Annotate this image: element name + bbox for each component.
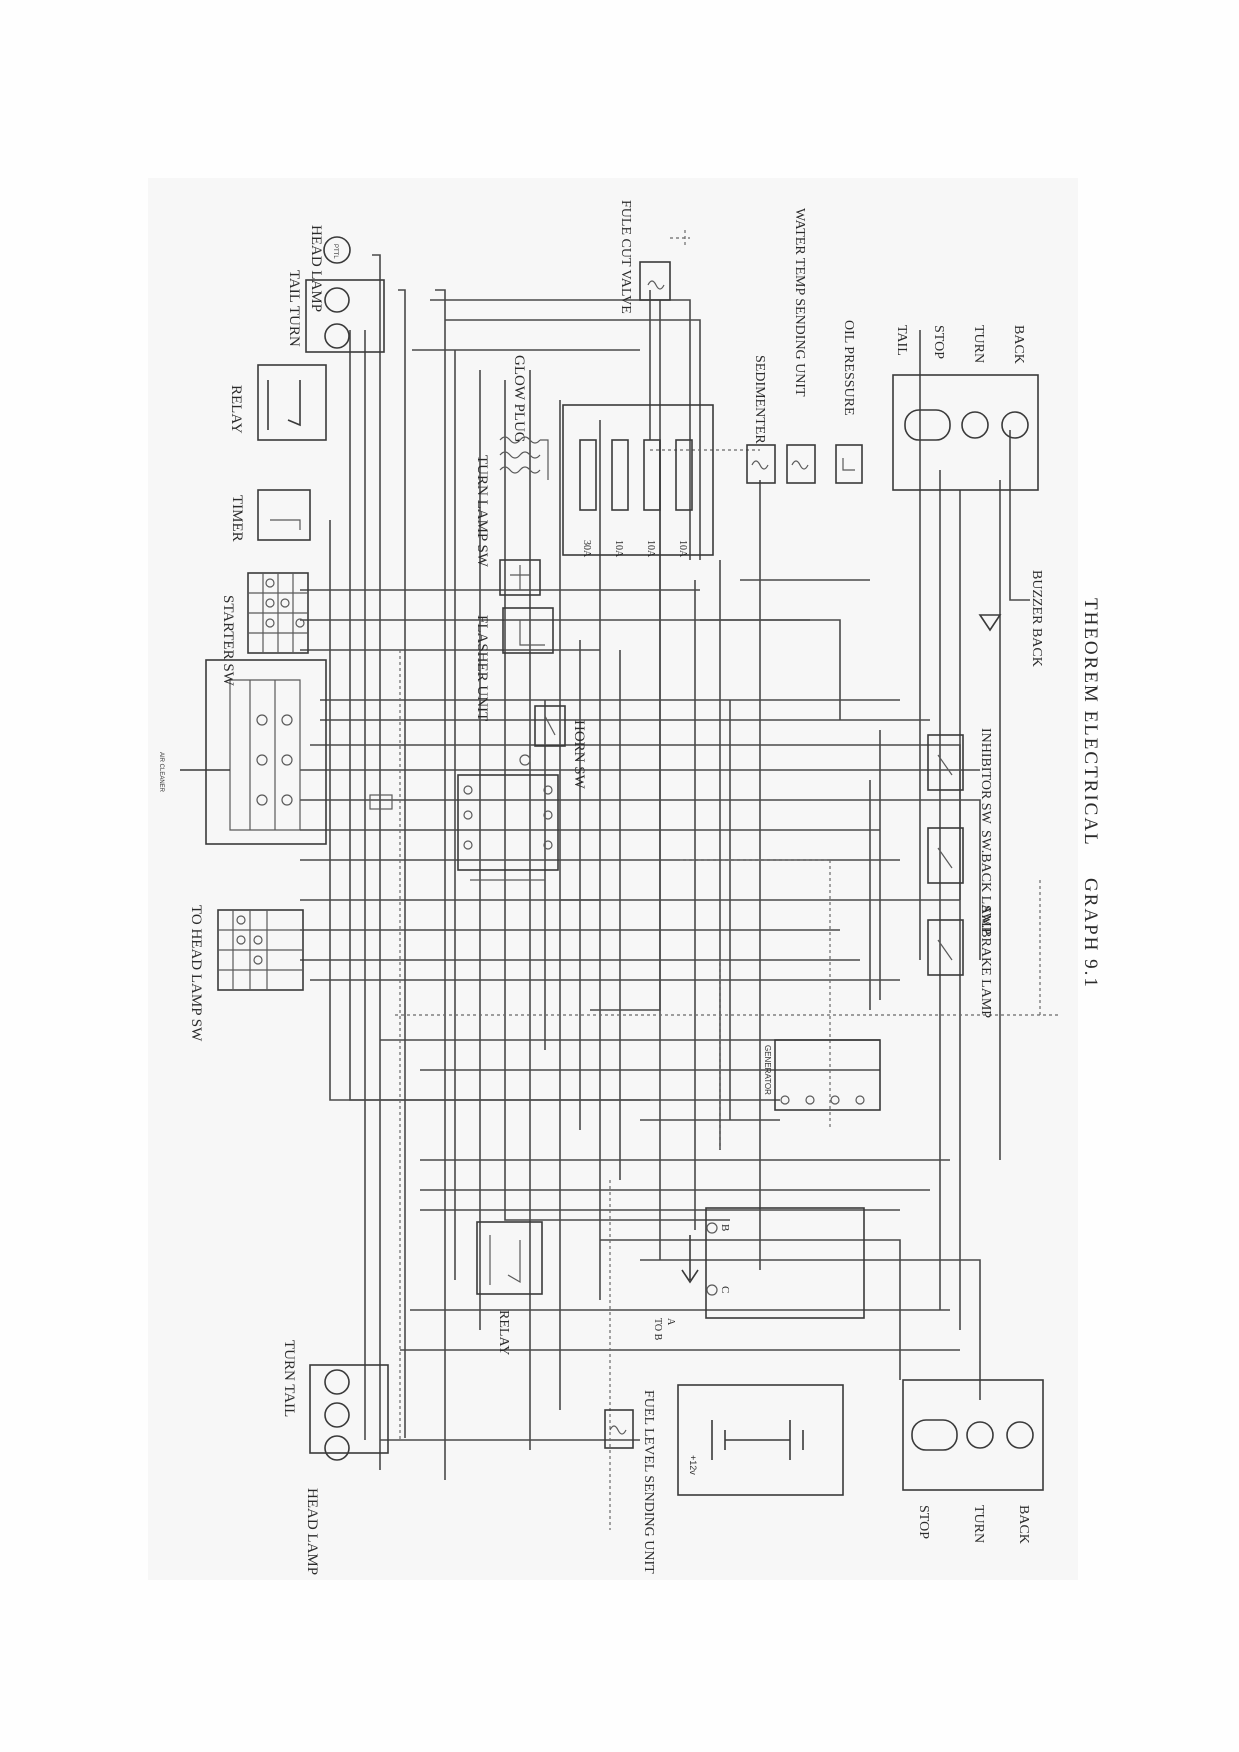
label-timer: TIMER xyxy=(229,495,245,542)
label-turn-tail-bottom: TURN TAIL xyxy=(281,1340,297,1417)
buzzer xyxy=(978,614,1002,632)
label-horn-sw: HORN SW xyxy=(571,720,587,790)
label-flasher-unit: FLASHER UNIT xyxy=(474,615,490,721)
fule-cut-valve xyxy=(639,230,690,301)
label-stop: STOP xyxy=(931,325,946,359)
label-term-c: C xyxy=(719,1286,731,1293)
starter-motor xyxy=(681,1207,865,1319)
label-fuel-level: FUEL LEVEL SENDING UNIT xyxy=(641,1390,656,1574)
label-fuse-10a-2: 10A xyxy=(645,540,656,558)
label-buzzer-back: BUZZER BACK xyxy=(1029,570,1044,667)
relay-top xyxy=(257,364,327,441)
water-temp-sensor xyxy=(786,444,816,484)
head-lamp-switch-table xyxy=(217,909,304,991)
wires xyxy=(300,254,1060,1530)
fuel-level-sender xyxy=(604,1409,634,1449)
oil-pressure-sensor xyxy=(835,444,863,484)
flasher-unit xyxy=(502,607,554,654)
back-lamp-switch xyxy=(927,827,964,884)
label-generator: GENERATOR xyxy=(763,1045,772,1095)
label-head-lamp-bottom: HEAD LAMP xyxy=(304,1488,320,1575)
label-inhibitor-sw: INHIBITOR SW xyxy=(978,728,993,825)
label-fule-cut-valve: FULE CUT VALVE xyxy=(618,200,633,314)
label-fuse-30a: 30A xyxy=(581,540,592,558)
label-to-b: TO B xyxy=(652,1318,663,1341)
label-head-lamp-top: HEAD LAMP xyxy=(308,225,324,312)
label-turn-lamp-sw: TURN LAMP SW xyxy=(474,455,490,568)
label-relay-top: RELAY xyxy=(228,385,244,434)
label-turn: TURN xyxy=(971,325,986,363)
label-back: BACK xyxy=(1011,325,1026,364)
glow-plug xyxy=(499,436,549,480)
label-starter-sw: STARTER SW xyxy=(220,595,236,687)
label-sedimenter: SEDIMENTER xyxy=(752,355,767,444)
tail-turn-top xyxy=(305,279,385,353)
label-tail: TAIL xyxy=(894,325,909,356)
turn-tail-lamps-bottom xyxy=(309,1364,389,1461)
turn-lamp-switch xyxy=(499,559,541,596)
diagram-title: GRAPH 9.1 xyxy=(1080,878,1101,989)
label-water-temp: WATER TEMP SENDING UNIT xyxy=(792,208,807,397)
label-stop-bottom: STOP xyxy=(916,1505,931,1539)
label-glow-plug: GLOW PLUG xyxy=(511,355,527,443)
inhibitor-switch xyxy=(927,734,964,791)
brake-lamp-switch xyxy=(927,919,964,976)
horn-switch xyxy=(519,705,566,766)
battery xyxy=(677,1384,844,1496)
label-a: A xyxy=(665,1318,676,1326)
label-battery: +12v xyxy=(688,1455,698,1475)
generator xyxy=(774,1039,881,1111)
label-fuse-10a-3: 10A xyxy=(677,540,688,558)
instrument-cluster xyxy=(180,659,393,845)
label-fuse-10a-1: 10A xyxy=(613,540,624,558)
svg-text:PTTL: PTTL xyxy=(332,244,338,259)
diagram-subtitle: THEOREM ELECTRICAL xyxy=(1080,598,1101,847)
label-sw-brake-lamp: SW.BRAKE LAMP xyxy=(978,905,993,1018)
fuse-box xyxy=(562,404,714,556)
rear-lamp-cluster-bottom xyxy=(902,1379,1044,1491)
label-sw-back-lamp: SW.BACK LAMP xyxy=(978,830,993,935)
sedimenter-sensor xyxy=(746,444,776,484)
label-tail-turn-top: TAIL TURN xyxy=(286,270,302,347)
label-to-head-lamp-sw: TO HEAD LAMP SW xyxy=(188,905,204,1042)
label-turn-bottom: TURN xyxy=(971,1505,986,1543)
label-air-cleaner: AIR CLEANER xyxy=(158,752,164,793)
timer xyxy=(257,489,311,541)
label-term-b: B xyxy=(719,1224,731,1231)
label-oil-pressure: OIL PRESSURE xyxy=(841,320,856,416)
rear-lamp-cluster-top xyxy=(892,374,1039,491)
key-switch-block xyxy=(457,774,559,871)
label-relay-bottom: RELAY xyxy=(496,1310,511,1355)
scan-sheet xyxy=(148,178,1078,1580)
head-lamp-top: PTTL xyxy=(323,236,351,264)
label-back-bottom: BACK xyxy=(1016,1505,1031,1544)
relay-bottom xyxy=(476,1221,543,1295)
starter-switch-table xyxy=(247,572,309,654)
